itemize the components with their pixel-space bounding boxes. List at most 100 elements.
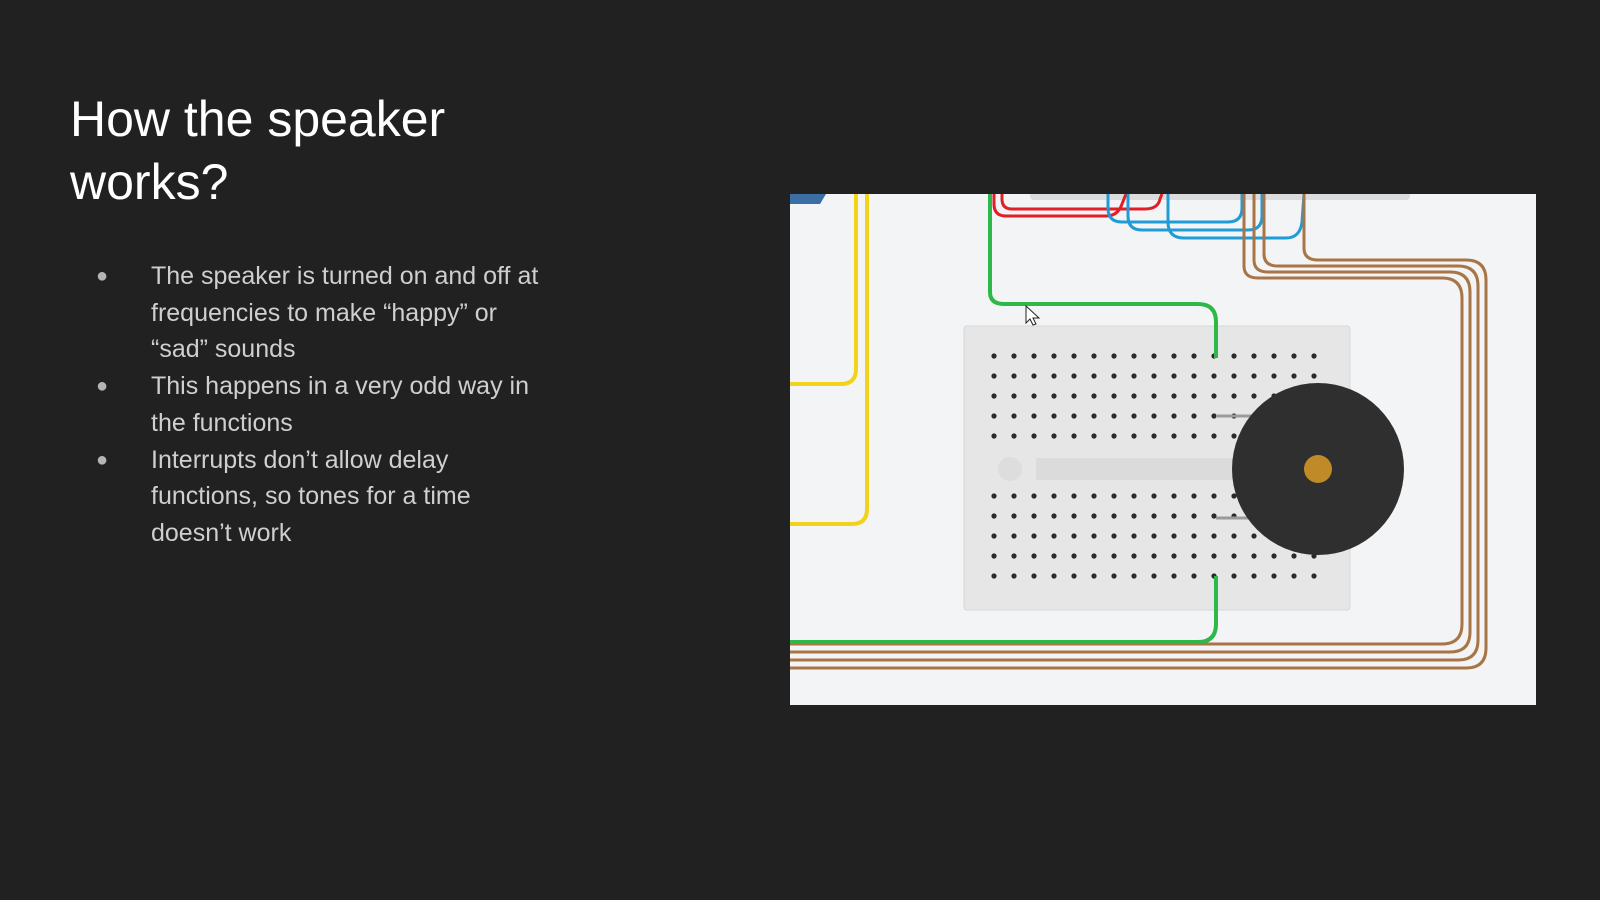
- breadboard-hole: [1191, 533, 1197, 539]
- breadboard-hole: [1211, 553, 1217, 559]
- breadboard-hole: [1071, 573, 1077, 579]
- breadboard-hole: [1171, 553, 1177, 559]
- breadboard-hole: [1291, 573, 1297, 579]
- breadboard-hole: [991, 553, 997, 559]
- breadboard-hole: [1171, 513, 1177, 519]
- breadboard-hole: [1111, 513, 1117, 519]
- breadboard-hole: [1151, 373, 1157, 379]
- breadboard-hole: [1151, 393, 1157, 399]
- breadboard-hole: [1111, 413, 1117, 419]
- breadboard-hole: [1131, 533, 1137, 539]
- breadboard-hole: [1051, 393, 1057, 399]
- breadboard-hole: [1231, 493, 1237, 499]
- breadboard-hole: [1111, 353, 1117, 359]
- breadboard-hole: [1251, 393, 1257, 399]
- breadboard-hole: [1011, 373, 1017, 379]
- breadboard-hole: [1111, 493, 1117, 499]
- brown-wire-1: [790, 194, 1464, 646]
- breadboard-hole: [1051, 353, 1057, 359]
- breadboard-hole: [1031, 353, 1037, 359]
- breadboard-hole: [1191, 553, 1197, 559]
- breadboard-hole: [1091, 533, 1097, 539]
- breadboard-hole: [1191, 573, 1197, 579]
- breadboard-hole: [1071, 413, 1077, 419]
- breadboard-hole: [1251, 553, 1257, 559]
- breadboard-hole: [991, 433, 997, 439]
- breadboard-hole: [1091, 373, 1097, 379]
- breadboard-hole: [1091, 573, 1097, 579]
- red-wire-inner: [1000, 194, 1164, 211]
- breadboard-hole: [1251, 533, 1257, 539]
- breadboard-hole: [1171, 373, 1177, 379]
- breadboard-hole: [1211, 373, 1217, 379]
- breadboard-hole: [1231, 573, 1237, 579]
- bullet-item: ● Interrupts don’t allow delay functions…: [96, 442, 556, 552]
- bullet-marker: ●: [96, 265, 109, 287]
- breadboard-hole: [1171, 573, 1177, 579]
- breadboard-hole: [1051, 533, 1057, 539]
- breadboard-hole: [1271, 553, 1277, 559]
- breadboard-hole: [1031, 493, 1037, 499]
- slide-title: How the speaker works?: [70, 91, 446, 210]
- breadboard-hole: [1131, 353, 1137, 359]
- breadboard-hole: [1031, 533, 1037, 539]
- breadboard-hole: [1131, 573, 1137, 579]
- breadboard-hole: [1071, 553, 1077, 559]
- blue-wire-3: [1166, 194, 1306, 240]
- breadboard-hole: [1051, 373, 1057, 379]
- breadboard-hole: [1151, 413, 1157, 419]
- breadboard-hole: [1131, 433, 1137, 439]
- breadboard-hole: [1031, 433, 1037, 439]
- breadboard-hole: [1031, 393, 1037, 399]
- breadboard-hole: [1011, 573, 1017, 579]
- blue-wire-1: [1106, 194, 1244, 224]
- bullet-item: ● This happens in a very odd way in the …: [96, 368, 556, 441]
- breadboard-hole: [1251, 353, 1257, 359]
- breadboard-hole: [1031, 513, 1037, 519]
- breadboard-hole: [1071, 533, 1077, 539]
- breadboard-hole: [1131, 413, 1137, 419]
- piezo-buzzer-center: [1304, 455, 1332, 483]
- breadboard-hole: [1291, 353, 1297, 359]
- breadboard-hole: [1091, 353, 1097, 359]
- breadboard-mount-hole: [998, 457, 1022, 481]
- breadboard-hole: [1011, 433, 1017, 439]
- blue-wire-2: [1126, 194, 1264, 232]
- breadboard-hole: [1231, 353, 1237, 359]
- breadboard-hole: [1151, 513, 1157, 519]
- breadboard-hole: [1151, 433, 1157, 439]
- breadboard-hole: [1151, 533, 1157, 539]
- breadboard-hole: [1151, 553, 1157, 559]
- breadboard-hole: [1211, 433, 1217, 439]
- breadboard-hole: [1271, 373, 1277, 379]
- breadboard-hole: [1011, 393, 1017, 399]
- breadboard-hole: [1311, 373, 1317, 379]
- breadboard-hole: [1011, 553, 1017, 559]
- circuit-screenshot: [790, 194, 1536, 705]
- breadboard-hole: [1191, 373, 1197, 379]
- breadboard-hole: [1011, 533, 1017, 539]
- circuit-diagram: [790, 194, 1488, 670]
- breadboard-hole: [1071, 433, 1077, 439]
- bullet-text: Interrupts don’t allow delay functions, …: [151, 445, 471, 547]
- breadboard-hole: [1311, 573, 1317, 579]
- breadboard-hole: [1171, 433, 1177, 439]
- breadboard-hole: [991, 573, 997, 579]
- breadboard-hole: [1091, 393, 1097, 399]
- breadboard-hole: [1071, 353, 1077, 359]
- breadboard-hole: [1131, 553, 1137, 559]
- breadboard-hole: [1011, 353, 1017, 359]
- breadboard-hole: [1151, 353, 1157, 359]
- breadboard-hole: [1191, 413, 1197, 419]
- breadboard-hole: [1171, 413, 1177, 419]
- breadboard-hole: [1071, 373, 1077, 379]
- breadboard-hole: [1271, 573, 1277, 579]
- breadboard-hole: [1091, 513, 1097, 519]
- breadboard-hole: [1311, 353, 1317, 359]
- breadboard-hole: [1051, 573, 1057, 579]
- breadboard-hole: [991, 533, 997, 539]
- breadboard-hole: [1171, 533, 1177, 539]
- breadboard-hole: [991, 513, 997, 519]
- bullet-text: This happens in a very odd way in the fu…: [151, 372, 529, 437]
